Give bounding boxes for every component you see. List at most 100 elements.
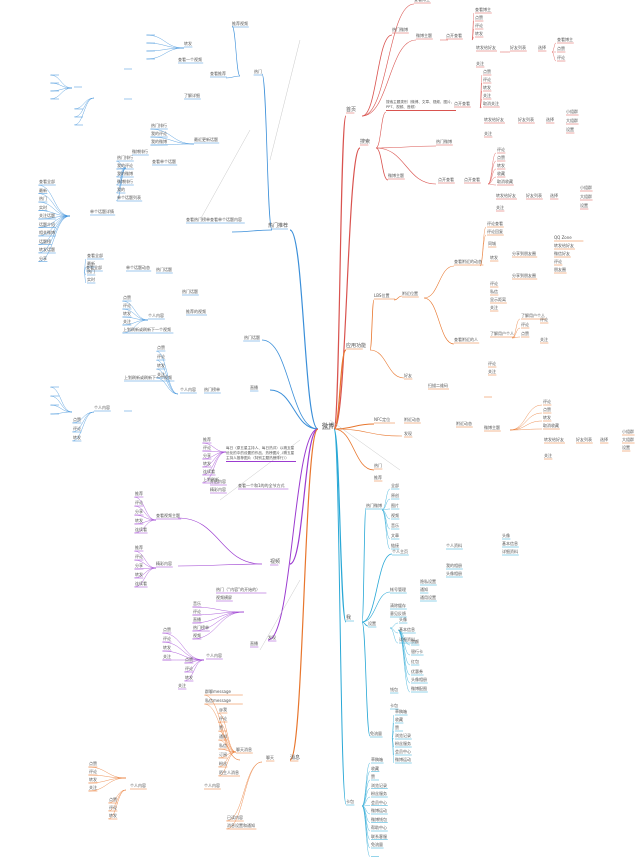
mindmap-node: 免流量 [371,842,383,847]
mindmap-node: 点开查看 [446,33,462,38]
mindmap-node: 查看视频主题 [156,513,180,518]
mindmap-node: 转发 [123,311,131,316]
mindmap-node: 粉丝服务 [371,791,387,796]
connector-curve [121,300,149,321]
mindmap-node: 视频 [391,513,399,518]
mindmap-node: 附近动态 [404,417,420,422]
mindmap-node: 收藏 [497,171,505,176]
mindmap-node: 分享到朋友圈 [512,273,536,278]
mindmap-node: 评论 [521,322,529,327]
mindmap-node: 小组群 [566,109,578,114]
mindmap-node: 话题介绍 [39,221,55,227]
connector-curve [145,47,185,60]
mindmap-node: 头像相册 [411,677,427,682]
connector-curve [361,805,371,849]
mindmap-node: 草稿箱 [395,709,407,714]
connector-curve [361,805,371,857]
connector-curve [231,25,241,77]
mindmap-node: 视频 [270,559,281,565]
mindmap-node: 同城 [488,241,496,246]
mindmap-node: 好友列表 [526,193,542,198]
mindmap-node: 大组群 [580,194,592,199]
mindmap-node: 评论 [490,281,498,286]
connector-line [219,439,301,501]
mindmap-node: 选择 [546,117,554,122]
mindmap-node: 个人内容 [204,783,220,788]
mindmap-node: 点赞 [543,407,551,412]
mindmap-node: 已读内容 [227,815,243,820]
mindmap-node: 查看附近的人 [454,337,478,342]
connector-curve [381,509,391,550]
connector-curve [161,632,205,661]
mindmap-node: 免流量 [370,731,382,736]
connector-curve [261,339,319,430]
mindmap-node: 热门话题 [182,289,198,294]
mindmap-node: 浏览记录 [371,782,387,788]
connector-curve [361,779,371,807]
mindmap-node: 关注 [178,683,186,688]
mindmap-node: 小组群 [580,185,592,190]
mindmap-node: 查看全部 [86,265,102,270]
mindmap-node: 钱包 [390,687,398,692]
mindmap-node: 头像 [399,617,407,622]
mindmap-node: 收藏 [395,717,403,722]
mindmap-node: QQ Zone [554,235,572,240]
connector-curve [369,349,405,379]
mindmap-node: 收藏 [371,765,379,771]
mindmap-node: 查看热门榜单查看单个话题内容 [186,217,242,222]
connector-curve [389,622,399,629]
mindmap-node: 转发 [203,461,211,466]
connector-curve [423,297,455,345]
mindmap-node: 评论 [497,147,505,152]
mindmap-node: 微博主题 [388,173,404,178]
connector-curve [487,176,497,185]
mindmap-node: 查看一个和1的的全节方式 [238,483,285,488]
mindmap-node: 查看博主 [557,37,573,42]
connector-curve [361,553,393,623]
connector-curve [361,34,393,117]
mindmap-node: 评论 [135,554,143,559]
mindmap-node: 了解用户个人 [521,313,545,318]
mindmap-node: 详细资料 [399,637,415,642]
connector-curve [509,428,543,431]
connector-curve [217,739,237,753]
mindmap-node: 私信 [490,289,498,294]
mindmap-node: 推荐的视频 [186,309,206,314]
connector-curve [49,395,73,413]
mindmap-node: 转发 [157,363,165,368]
mindmap-node: 隐私设置 [420,579,436,584]
mindmap-node: 点开查看 [438,177,454,182]
connector-curve [203,703,241,761]
connector-curve [87,777,127,792]
connector-curve [37,215,71,262]
connector-curve [37,201,71,217]
connector-curve [479,106,483,109]
mindmap-node: 热门排行 [117,155,133,160]
mindmap-node: 好友列表 [518,117,534,122]
connector-line [269,39,301,161]
mindmap-node: 评论 [475,23,483,28]
mindmap-node: 优惠券 [411,669,423,674]
mindmap-node: 音乐 [391,523,399,528]
mindmap-node: 转发给好友 [484,117,504,122]
connector-curve [49,82,73,89]
mindmap-node: 转发给好友 [544,437,564,442]
connector-curve [487,183,497,186]
connector-curve [121,319,149,334]
connector-curve [361,762,371,807]
mindmap-node: 转发 [185,675,193,680]
mindmap-node: 关注 [123,319,131,324]
connector-curve [191,611,245,640]
mindmap-node: 查看附近的动态 [454,259,482,264]
connector-curve [177,517,263,565]
mindmap-node: 搜索 [360,139,371,145]
connector-curve [289,428,319,761]
mindmap-node: 余额 [411,639,419,644]
mindmap-node: 上划刷新 [203,477,219,482]
mindmap-node: 卡包 [346,799,354,804]
mindmap-node: 链接 [391,543,399,548]
mindmap-node: 评论 [483,77,491,82]
connector-curve [381,509,391,530]
connector-curve [369,299,375,351]
mindmap-node: 转发 [109,813,117,818]
